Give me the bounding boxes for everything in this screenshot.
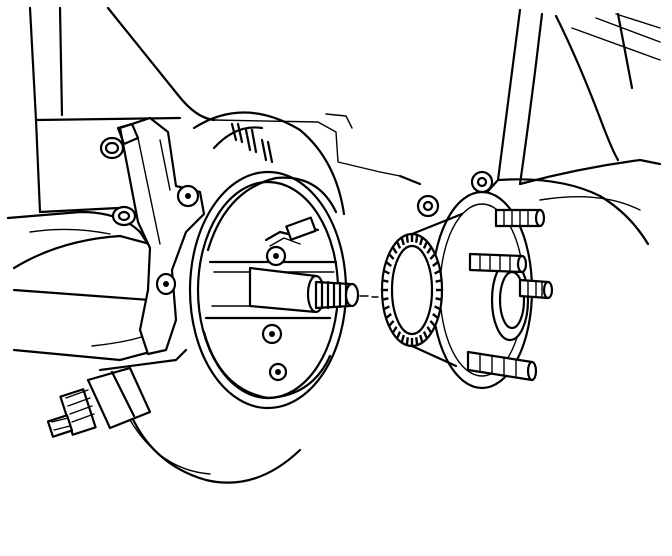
tone-ring-tooth bbox=[388, 253, 395, 260]
backing-plate-slots bbox=[230, 122, 274, 164]
tone-ring-tooth bbox=[391, 326, 398, 334]
backing-plate bbox=[126, 111, 346, 484]
body-panel bbox=[28, 6, 662, 246]
spindle-threads bbox=[320, 280, 348, 310]
tone-ring-tooth bbox=[382, 297, 389, 301]
tone-ring-tooth bbox=[419, 334, 424, 343]
tone-ring-tooth bbox=[395, 241, 402, 249]
tone-ring-tooth bbox=[432, 313, 439, 319]
tie-rod-end bbox=[46, 366, 152, 438]
suspension-knuckle bbox=[99, 116, 206, 356]
tone-ring-tooth bbox=[435, 297, 442, 301]
tone-ring-tooth bbox=[432, 261, 439, 267]
wheel-stud bbox=[466, 350, 538, 382]
tone-ring-tooth bbox=[385, 313, 392, 319]
tone-ring-tooth bbox=[405, 337, 409, 346]
hub-bearing-assembly bbox=[416, 170, 534, 390]
abs-tone-ring bbox=[380, 212, 464, 368]
mid-bolt bbox=[111, 205, 137, 227]
suspension-arm bbox=[6, 210, 188, 372]
wheel-studs bbox=[466, 208, 554, 382]
tone-ring-tooth bbox=[415, 234, 419, 243]
tone-ring-tooth bbox=[434, 269, 441, 275]
tone-ring-tooth bbox=[435, 279, 442, 283]
tone-ring-tooth bbox=[385, 261, 392, 267]
tone-ring-tooth bbox=[391, 246, 398, 254]
tone-ring-tooth bbox=[400, 237, 405, 246]
tone-ring-tooth bbox=[429, 253, 436, 260]
axle-spindle bbox=[248, 266, 379, 314]
brake-spring bbox=[264, 216, 320, 247]
wheel-stud bbox=[518, 278, 554, 300]
wheel-stud bbox=[494, 208, 546, 228]
tone-ring-tooth bbox=[422, 331, 429, 339]
tone-ring-tooth bbox=[434, 305, 441, 311]
wheel-stud bbox=[468, 252, 528, 274]
tone-ring-tooth bbox=[415, 337, 419, 346]
tone-ring-tooth bbox=[422, 241, 429, 249]
tone-ring-tooth bbox=[400, 334, 405, 343]
tone-ring-tooth bbox=[429, 320, 436, 327]
tone-ring-tooth bbox=[383, 269, 390, 275]
tone-ring-tooth bbox=[405, 234, 409, 243]
tone-ring-tooth bbox=[395, 331, 402, 339]
tone-ring-tooth bbox=[382, 279, 389, 283]
tone-ring-tooth bbox=[383, 305, 390, 311]
upper-bolt bbox=[99, 122, 140, 160]
tone-ring-tooth bbox=[419, 237, 424, 246]
tone-ring-tooth bbox=[388, 320, 395, 327]
tone-ring-tooth bbox=[426, 326, 433, 334]
tone-ring-tooth bbox=[426, 246, 433, 254]
